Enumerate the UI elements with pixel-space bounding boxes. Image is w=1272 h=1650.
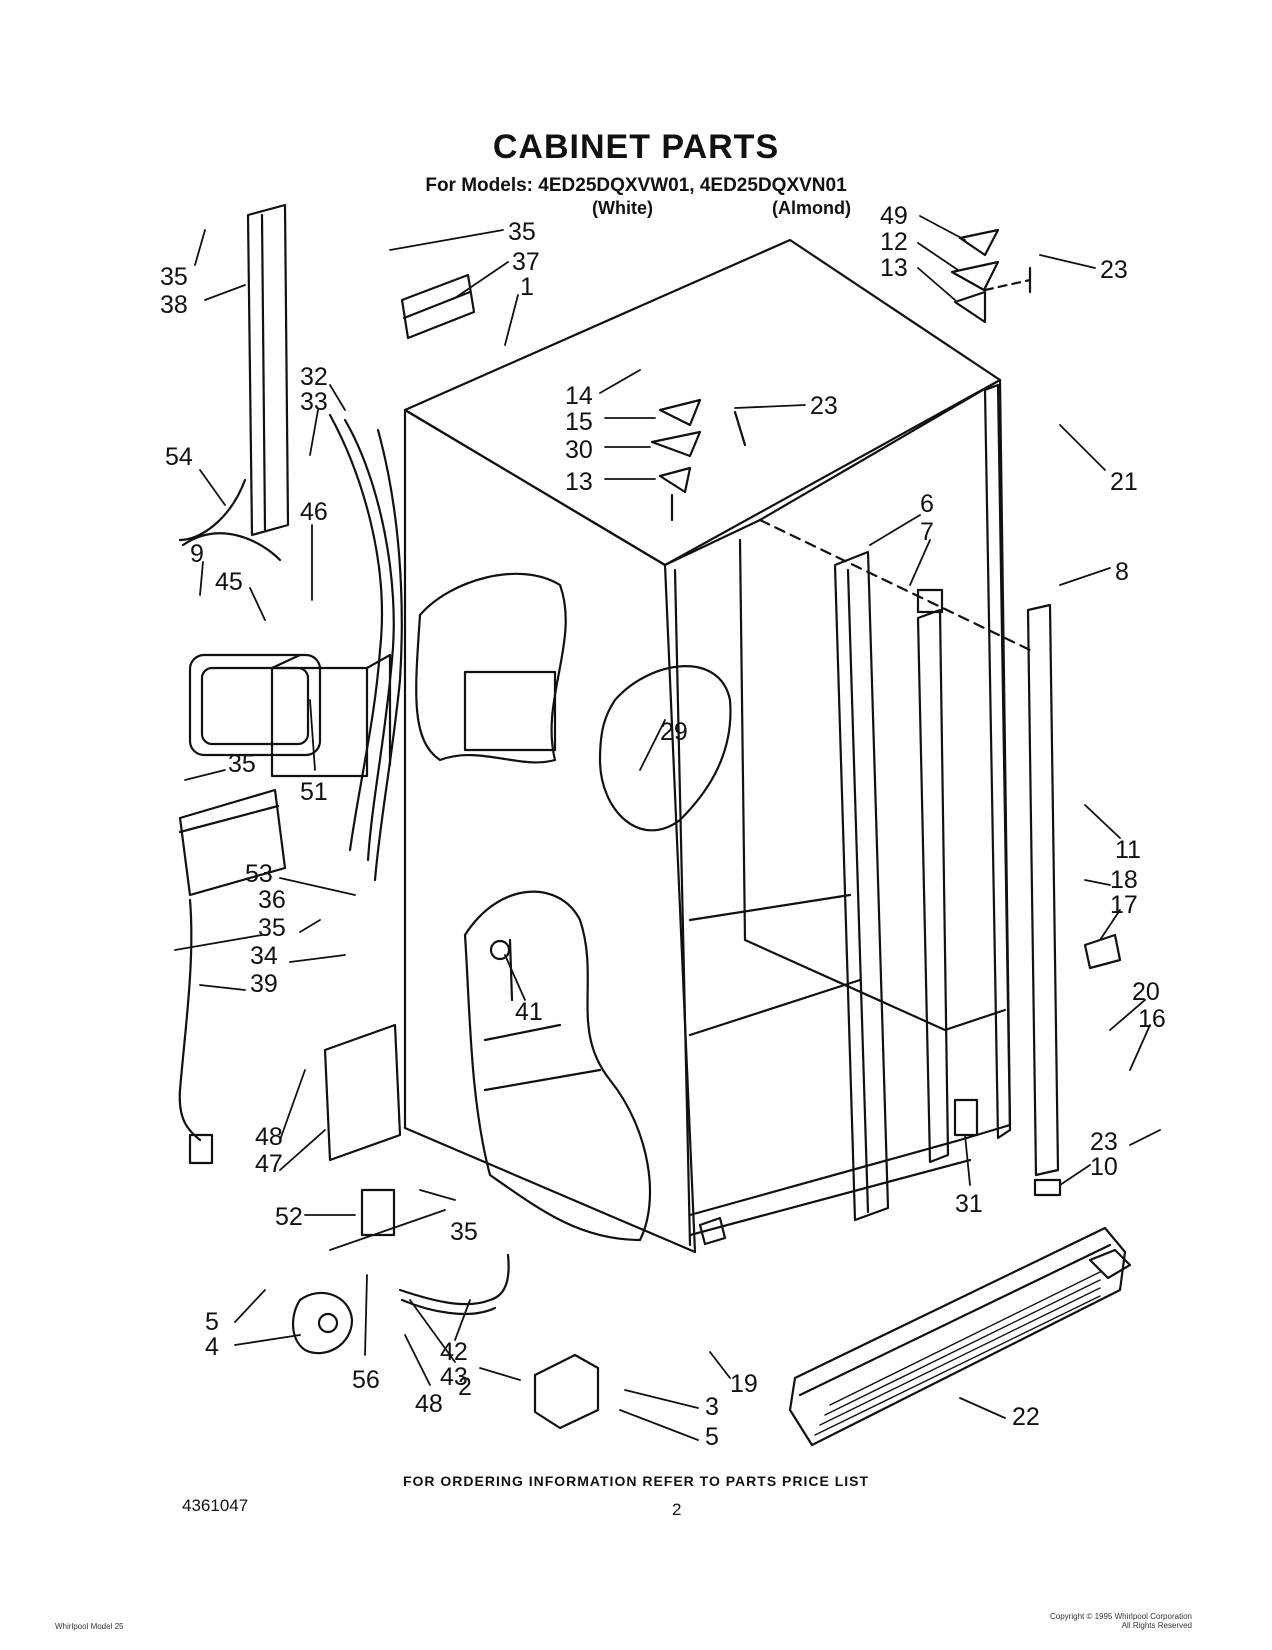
page-title: CABINET PARTS xyxy=(492,128,780,166)
callout-label: 5 xyxy=(205,1308,219,1336)
callout-label: 32 xyxy=(300,363,328,391)
callout-label: 39 xyxy=(250,970,278,998)
callout-label: 29 xyxy=(660,718,688,746)
callout-label: 5 xyxy=(705,1423,719,1451)
callout-label: 7 xyxy=(920,518,934,546)
document-number: 4361047 xyxy=(182,1496,249,1515)
callout-label: 52 xyxy=(275,1203,303,1231)
callout-label: 3 xyxy=(705,1393,719,1421)
ordering-note: FOR ORDERING INFORMATION REFER TO PARTS … xyxy=(402,1473,870,1489)
callout-label: 30 xyxy=(565,436,593,464)
callout-label: 46 xyxy=(300,498,328,526)
page-number: 2 xyxy=(672,1500,682,1519)
model-numbers: For Models: 4ED25DQXVW01, 4ED25DQXVN01 xyxy=(425,175,847,196)
callout-label: 31 xyxy=(955,1190,983,1218)
callout-label: 34 xyxy=(250,942,278,970)
callout-label: 23 xyxy=(1090,1128,1118,1156)
variant-white: (White) xyxy=(592,198,653,218)
callout-label: 56 xyxy=(352,1366,380,1394)
cabinet-body xyxy=(178,203,1132,1447)
callout-label: 18 xyxy=(1110,866,1138,894)
callout-label: 14 xyxy=(565,382,593,410)
callout-label: 33 xyxy=(300,388,328,416)
callout-label: 41 xyxy=(515,998,543,1026)
fine-print-right: Copyright © 1995 Whirlpool Corporation A… xyxy=(1050,1612,1192,1630)
callout-label: 4 xyxy=(205,1333,219,1361)
callout-label: 22 xyxy=(1012,1403,1040,1431)
callout-label: 35 xyxy=(258,914,286,942)
callout-label: 6 xyxy=(920,490,934,518)
callout-label: 35 xyxy=(450,1218,478,1246)
callout-label: 12 xyxy=(880,228,908,256)
callout-label: 10 xyxy=(1090,1153,1118,1181)
callout-label: 54 xyxy=(165,443,193,471)
callout-label: 51 xyxy=(300,778,328,806)
callout-label: 23 xyxy=(1100,256,1128,284)
callout-label: 35 xyxy=(160,263,188,291)
variant-almond: (Almond) xyxy=(772,198,851,218)
callout-label: 48 xyxy=(415,1390,443,1418)
callout-label: 17 xyxy=(1110,891,1138,919)
rights-line: All Rights Reserved xyxy=(1121,1621,1192,1630)
callout-label: 49 xyxy=(880,202,908,230)
callout-label: 36 xyxy=(258,886,286,914)
callout-labels: 35 37 1 49 12 13 23 35 38 32 33 14 15 23… xyxy=(160,202,1166,1451)
callout-label: 21 xyxy=(1110,468,1138,496)
callout-label: 45 xyxy=(215,568,243,596)
callout-label: 1 xyxy=(520,273,534,301)
callout-label: 2 xyxy=(458,1373,472,1401)
callout-label: 8 xyxy=(1115,558,1129,586)
callout-label: 9 xyxy=(190,540,204,568)
callout-label: 15 xyxy=(565,408,593,436)
callout-label: 20 xyxy=(1132,978,1160,1006)
callout-label: 16 xyxy=(1138,1005,1166,1033)
callout-label: 19 xyxy=(730,1370,758,1398)
callout-label: 11 xyxy=(1115,836,1141,864)
callout-label: 35 xyxy=(228,750,256,778)
fine-print-left: Whirlpool Model 25 xyxy=(55,1622,124,1631)
callout-label: 37 xyxy=(512,248,540,276)
callout-label: 43 xyxy=(440,1363,468,1391)
callout-label: 13 xyxy=(565,468,593,496)
callout-label: 48 xyxy=(255,1123,283,1151)
callout-label: 13 xyxy=(880,254,908,282)
callout-label: 53 xyxy=(245,860,273,888)
callout-label: 35 xyxy=(508,218,536,246)
callout-label: 23 xyxy=(810,392,838,420)
callout-label: 42 xyxy=(440,1338,468,1366)
leader-lines xyxy=(174,215,1161,1441)
copyright-line: Copyright © 1995 Whirlpool Corporation xyxy=(1050,1612,1192,1621)
callout-label: 38 xyxy=(160,291,188,319)
callout-label: 47 xyxy=(255,1150,283,1178)
